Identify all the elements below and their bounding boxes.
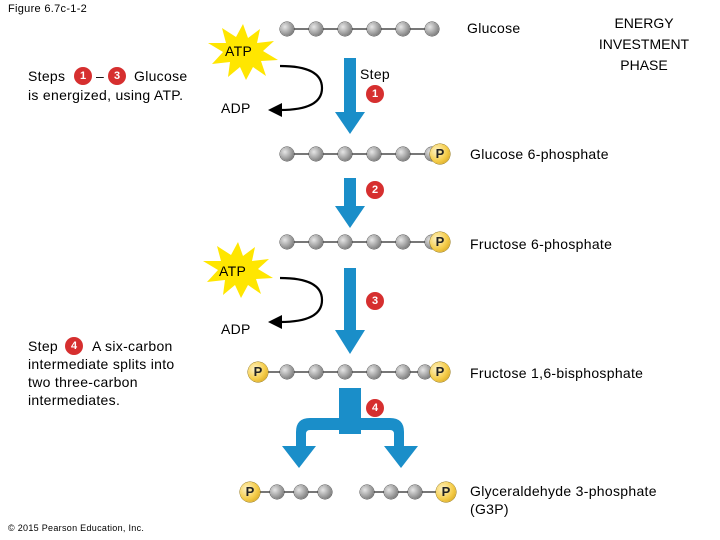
steps-dash: –	[96, 68, 105, 84]
step-1-badge: 1	[366, 85, 384, 103]
adp-label-2: ADP	[221, 321, 251, 337]
glucose-molecule	[280, 21, 450, 37]
phosphate-icon: P	[248, 362, 268, 382]
atp-star-1	[208, 24, 278, 80]
step4-line4: intermediates.	[28, 392, 121, 408]
phase-title-line3: PHASE	[620, 57, 668, 73]
phosphate-icon: P	[430, 144, 450, 164]
steps-line2: is energized, using ATP.	[28, 87, 184, 103]
step-3-arrow	[335, 268, 365, 354]
atp-to-adp-arrow-1	[268, 64, 324, 117]
step4-prefix: Step	[28, 338, 58, 354]
steps-badge-1: 1	[74, 67, 92, 85]
step4-badge: 4	[65, 337, 83, 355]
atp-to-adp-arrow-2	[268, 276, 324, 329]
g3p-molecule-left: P	[240, 482, 340, 502]
step-1-arrow	[335, 58, 365, 134]
copyright: © 2015 Pearson Education, Inc.	[8, 523, 145, 533]
g3p-label-line1: Glyceraldehyde 3-phosphate	[470, 483, 657, 499]
phosphate-icon: P	[436, 482, 456, 502]
f6p-label: Fructose 6-phosphate	[470, 236, 613, 252]
g6p-molecule: P	[280, 144, 480, 164]
g6p-label: Glucose 6-phosphate	[470, 146, 609, 162]
steps-suffix: Glucose	[134, 68, 188, 84]
step-2-badge: 2	[366, 181, 384, 199]
f16bp-label: Fructose 1,6-bisphosphate	[470, 365, 644, 381]
phase-title: ENERGY INVESTMENT PHASE	[590, 13, 698, 76]
glucose-label: Glucose	[467, 20, 521, 36]
step-2-arrow	[335, 178, 365, 228]
atp-label-2: ATP	[219, 263, 247, 279]
step-3-badge: 3	[366, 292, 384, 310]
adp-label-1: ADP	[221, 100, 251, 116]
step4-line1: A six-carbon	[92, 338, 173, 354]
atp-label-1: ATP	[225, 43, 253, 59]
f16bp-molecule: P P	[248, 362, 488, 382]
phosphate-icon: P	[240, 482, 260, 502]
atp-star-2	[203, 242, 273, 298]
phase-title-line1: ENERGY	[614, 15, 674, 31]
g3p-label-line2: (G3P)	[470, 501, 509, 517]
step-4-split-arrow	[282, 388, 418, 468]
step4-line2: intermediate splits into	[28, 356, 175, 372]
steps-prefix: Steps	[28, 68, 66, 84]
phosphate-icon: P	[430, 232, 450, 252]
g3p-molecule-right: P	[360, 482, 470, 502]
figure-label: Figure 6.7c-1-2	[8, 3, 88, 15]
step-1-word: Step	[360, 66, 390, 82]
phosphate-icon: P	[430, 362, 450, 382]
step-4-badge: 4	[366, 399, 384, 417]
f6p-molecule: P	[280, 232, 480, 252]
step4-line3: two three-carbon	[28, 374, 138, 390]
phase-title-line2: INVESTMENT	[598, 36, 690, 52]
steps-badge-3: 3	[108, 67, 126, 85]
